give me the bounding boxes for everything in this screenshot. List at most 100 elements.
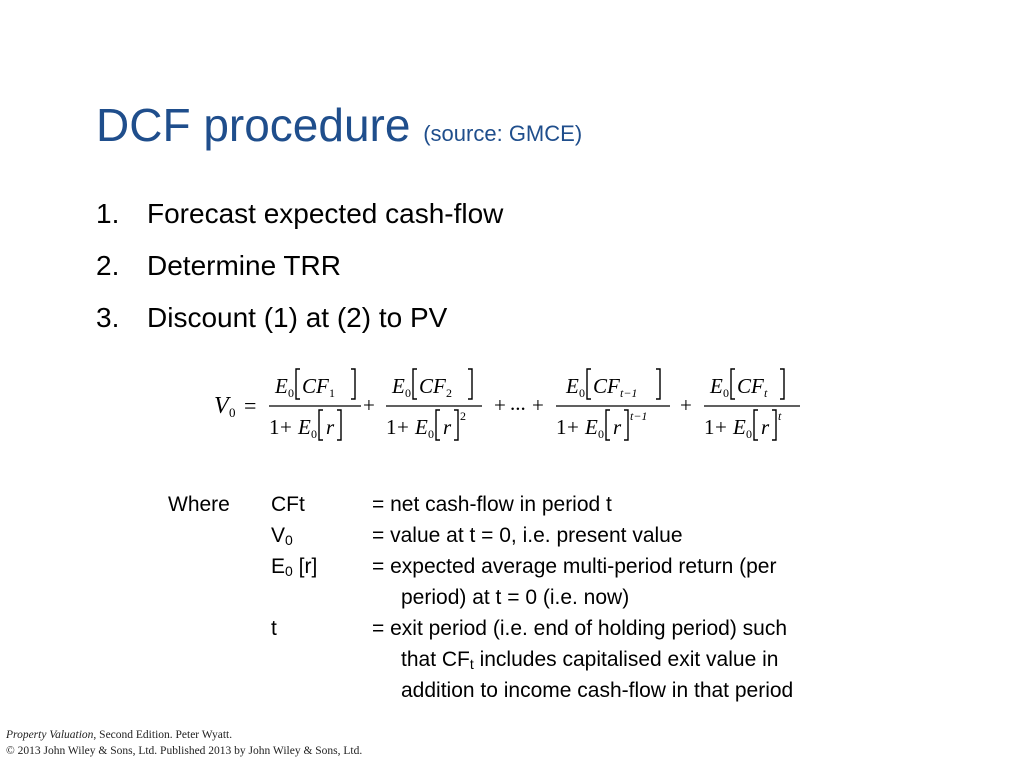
copyright-footer: Property Valuation, Second Edition. Pete… <box>6 727 362 759</box>
formula-plus: + <box>363 393 375 417</box>
text-part: includes capitalised exit value in <box>473 648 779 671</box>
definition-text: = value at t = 0, i.e. present value <box>372 524 683 547</box>
term-suffix: [r] <box>292 555 318 578</box>
den-plus: + <box>280 415 292 439</box>
definition-text-continued: addition to income cash-flow in that per… <box>401 679 794 702</box>
den-r: r <box>761 415 770 439</box>
num-e: E <box>274 374 288 398</box>
formula-equals: = <box>244 393 256 418</box>
formula-lhs: V <box>214 393 231 419</box>
num-cf-sub: t <box>764 386 768 400</box>
formula-plus: + <box>494 393 506 417</box>
step-text: Forecast expected cash-flow <box>147 198 504 229</box>
den-r: r <box>613 415 622 439</box>
dcf-formula: V 0 = E 0 CF 1 1 + E 0 r + E 0 CF 2 1 + … <box>214 368 800 441</box>
num-cf-sub: 2 <box>446 386 452 400</box>
den-bracket-right <box>337 409 342 441</box>
step-item: 3. Discount (1) at (2) to PV <box>96 292 503 344</box>
den-bracket-right <box>772 409 777 441</box>
footer-edition: , Second Edition. Peter Wyatt. <box>93 729 233 741</box>
den-e-sub: 0 <box>598 427 604 441</box>
den-e-sub: 0 <box>746 427 752 441</box>
den-one: 1 <box>269 415 280 439</box>
definition-text: = exit period (i.e. end of holding perio… <box>372 617 788 640</box>
slide-title-main: DCF procedure <box>96 99 411 151</box>
step-item: 1. Forecast expected cash-flow <box>96 188 503 240</box>
num-cf: CF <box>302 374 329 398</box>
den-e: E <box>414 415 428 439</box>
num-e: E <box>709 374 723 398</box>
den-one: 1 <box>556 415 567 439</box>
procedure-steps: 1. Forecast expected cash-flow 2. Determin… <box>96 188 503 344</box>
den-e: E <box>297 415 311 439</box>
step-item: 2. Determine TRR <box>96 240 503 292</box>
num-bracket-left <box>730 368 735 400</box>
slide-title-source: (source: GMCE) <box>423 121 583 146</box>
num-cf-sub: t−1 <box>620 386 637 400</box>
den-exp: t−1 <box>630 409 647 423</box>
definition-text: = net cash-flow in period t <box>372 493 612 516</box>
footer-line-1: Property Valuation, Second Edition. Pete… <box>6 727 362 743</box>
formula-term: E 0 CF t−1 1 + E 0 r t−1 <box>556 368 670 441</box>
den-plus: + <box>397 415 409 439</box>
num-bracket-right <box>656 368 661 400</box>
den-bracket-left <box>435 409 440 441</box>
term-subscript: 0 <box>285 563 293 579</box>
term-base: V <box>271 524 286 547</box>
formula-term: E 0 CF 2 1 + E 0 r 2 <box>386 368 482 441</box>
definition-term: CFt <box>271 493 305 516</box>
den-e-sub: 0 <box>428 427 434 441</box>
step-number: 3. <box>96 302 120 333</box>
den-e: E <box>732 415 746 439</box>
footer-line-2: © 2013 John Wiley & Sons, Ltd. Published… <box>6 745 363 757</box>
where-label: Where <box>168 493 230 516</box>
term-base: E <box>271 555 286 578</box>
den-bracket-left <box>753 409 758 441</box>
formula-term: E 0 CF 1 1 + E 0 r <box>269 368 361 441</box>
den-one: 1 <box>704 415 715 439</box>
formula-ellipsis: ... <box>510 391 526 415</box>
num-bracket-left <box>295 368 300 400</box>
num-bracket-left <box>586 368 591 400</box>
definition-text: = expected average multi-period return (… <box>372 555 777 578</box>
slide-title: DCF procedure (source: GMCE) <box>96 98 582 161</box>
den-bracket-right <box>454 409 459 441</box>
book-title: Property Valuation <box>6 729 94 741</box>
formula-plus: + <box>680 393 692 417</box>
formula-lhs-sub: 0 <box>229 405 236 420</box>
num-e: E <box>565 374 579 398</box>
den-plus: + <box>567 415 579 439</box>
step-number: 1. <box>96 198 120 229</box>
num-bracket-right <box>780 368 785 400</box>
step-text: Discount (1) at (2) to PV <box>147 302 448 333</box>
num-e-sub: 0 <box>288 386 294 400</box>
num-e: E <box>391 374 405 398</box>
den-one: 1 <box>386 415 397 439</box>
num-bracket-left <box>412 368 417 400</box>
text-part: that CF <box>401 648 470 671</box>
num-cf-sub: 1 <box>329 386 335 400</box>
definition-term: E0 [r] <box>271 551 317 582</box>
term-subscript: 0 <box>285 532 293 548</box>
num-e-sub: 0 <box>405 386 411 400</box>
formula-plus: + <box>532 393 544 417</box>
num-e-sub: 0 <box>723 386 729 400</box>
num-cf: CF <box>593 374 620 398</box>
den-r: r <box>443 415 452 439</box>
den-e-sub: 0 <box>311 427 317 441</box>
den-exp: t <box>778 409 782 423</box>
den-plus: + <box>715 415 727 439</box>
text-subscript: t <box>469 656 474 672</box>
den-bracket-right <box>624 409 629 441</box>
den-bracket-left <box>605 409 610 441</box>
step-number: 2. <box>96 250 120 281</box>
num-bracket-right <box>351 368 356 400</box>
num-e-sub: 0 <box>579 386 585 400</box>
num-cf: CF <box>737 374 764 398</box>
den-r: r <box>326 415 335 439</box>
definition-text-continued: that CFt includes capitalised exit value… <box>401 644 778 675</box>
den-bracket-left <box>318 409 323 441</box>
den-exp: 2 <box>460 409 466 423</box>
step-text: Determine TRR <box>147 250 341 281</box>
definition-text-continued: period) at t = 0 (i.e. now) <box>401 586 630 609</box>
